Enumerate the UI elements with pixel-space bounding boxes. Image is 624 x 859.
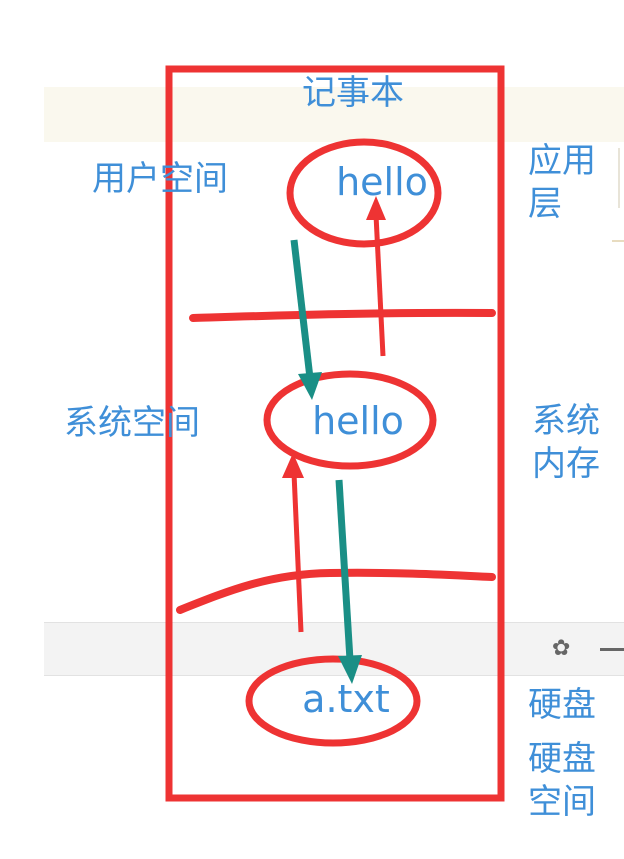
arrow-user-to-system	[290, 239, 314, 379]
arrow-system-to-disk	[335, 479, 354, 661]
background-panel-header	[44, 622, 624, 676]
ellipse-user-hello	[286, 138, 442, 248]
label-disk: 硬盘	[528, 685, 596, 725]
minimize-icon[interactable]	[600, 648, 624, 651]
arrow-disk-to-system-head	[282, 453, 304, 478]
node-user-hello: hello	[336, 160, 428, 204]
label-system-memory: 系统内存	[532, 401, 600, 484]
arrow-system-to-user-head	[366, 196, 386, 220]
node-disk-file: a.txt	[302, 677, 390, 721]
outer-frame	[165, 65, 505, 802]
label-user-space: 用户空间	[92, 159, 228, 199]
arrow-disk-to-system	[291, 472, 304, 633]
arrow-user-to-system-head	[298, 372, 322, 400]
arrow-system-to-user	[373, 214, 386, 357]
arrow-system-to-disk-head	[338, 655, 362, 684]
background-divider	[618, 148, 620, 208]
diagram-title: 记事本	[302, 73, 404, 113]
label-disk-space: 硬盘空间	[528, 739, 596, 822]
label-app-layer: 应用层	[528, 141, 596, 224]
label-system-space: 系统空间	[64, 403, 200, 443]
gear-icon[interactable]: ✿	[552, 636, 571, 661]
node-system-hello: hello	[312, 399, 404, 443]
divider-system-disk	[176, 568, 496, 614]
ellipse-disk-file	[245, 655, 421, 747]
background-tick	[612, 240, 624, 242]
background-editor-band	[44, 87, 624, 142]
ellipse-system-hello	[263, 370, 437, 470]
divider-user-system	[189, 308, 496, 322]
